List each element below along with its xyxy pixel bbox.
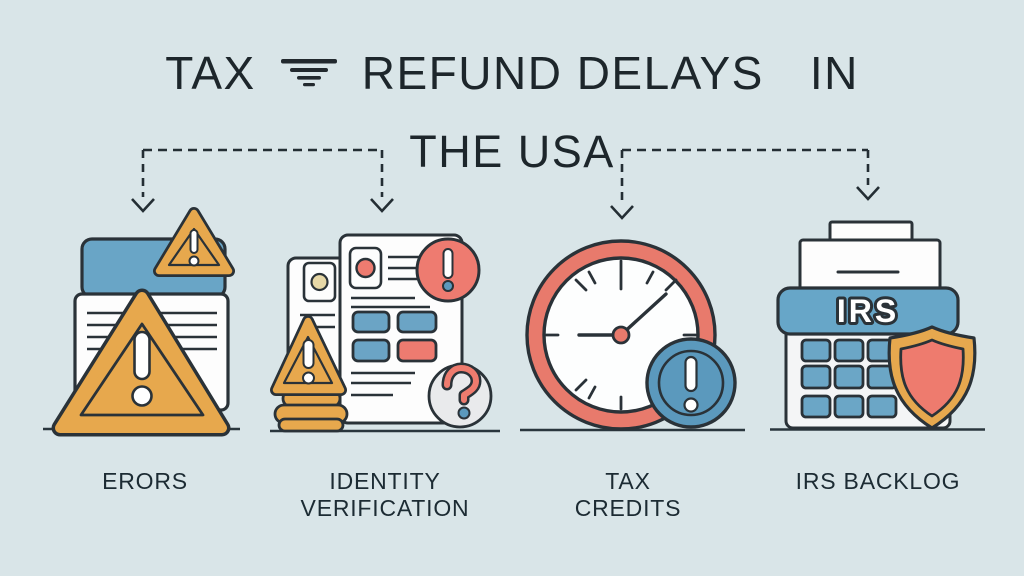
shield-icon: [887, 325, 977, 430]
irs-label: IRS: [837, 293, 899, 329]
irs-band: [776, 286, 960, 336]
alert-circle-icon: [645, 337, 737, 429]
label-tax-credits: TAX CREDITS: [574, 468, 682, 522]
title-word-tax: TAX: [165, 47, 256, 99]
paper-sheets: [798, 220, 942, 294]
calculator-body: IRS: [776, 286, 960, 430]
clock-alert-icon: [520, 239, 745, 432]
small-warning-triangle-icon: [153, 207, 235, 277]
connector-left-bracket: [131, 148, 394, 213]
document-warning-icon: [43, 207, 240, 437]
irs-calculator-shield-icon: IRS: [770, 220, 985, 431]
question-circle-icon: [427, 362, 493, 429]
id-documents-alert-icon: [270, 233, 500, 433]
connector-right-bracket: [610, 148, 880, 220]
warning-triangle-icon: [270, 315, 347, 396]
speed-lines-icon: [280, 59, 337, 87]
title-word-in: IN: [809, 47, 859, 99]
coin-stack: [273, 388, 349, 433]
arrow-down-icon: [610, 205, 634, 220]
arrow-down-icon: [856, 186, 880, 201]
warning-triangle-icon: [51, 288, 231, 437]
label-errors: ERORS: [102, 468, 188, 494]
arrow-down-icon: [370, 198, 394, 213]
title-line-1: TAX REFUND DELAYS IN: [0, 46, 1024, 100]
title-word-refund-delays: REFUND DELAYS: [361, 47, 764, 99]
label-identity-verification: IDENTITY VERIFICATION: [300, 468, 470, 522]
alert-circle-icon: [415, 237, 481, 303]
form-fields: [351, 310, 438, 363]
label-irs-backlog: IRS BACKLOG: [795, 468, 961, 494]
title-line-2: THE USA: [409, 126, 615, 177]
arrow-down-icon: [131, 198, 155, 213]
